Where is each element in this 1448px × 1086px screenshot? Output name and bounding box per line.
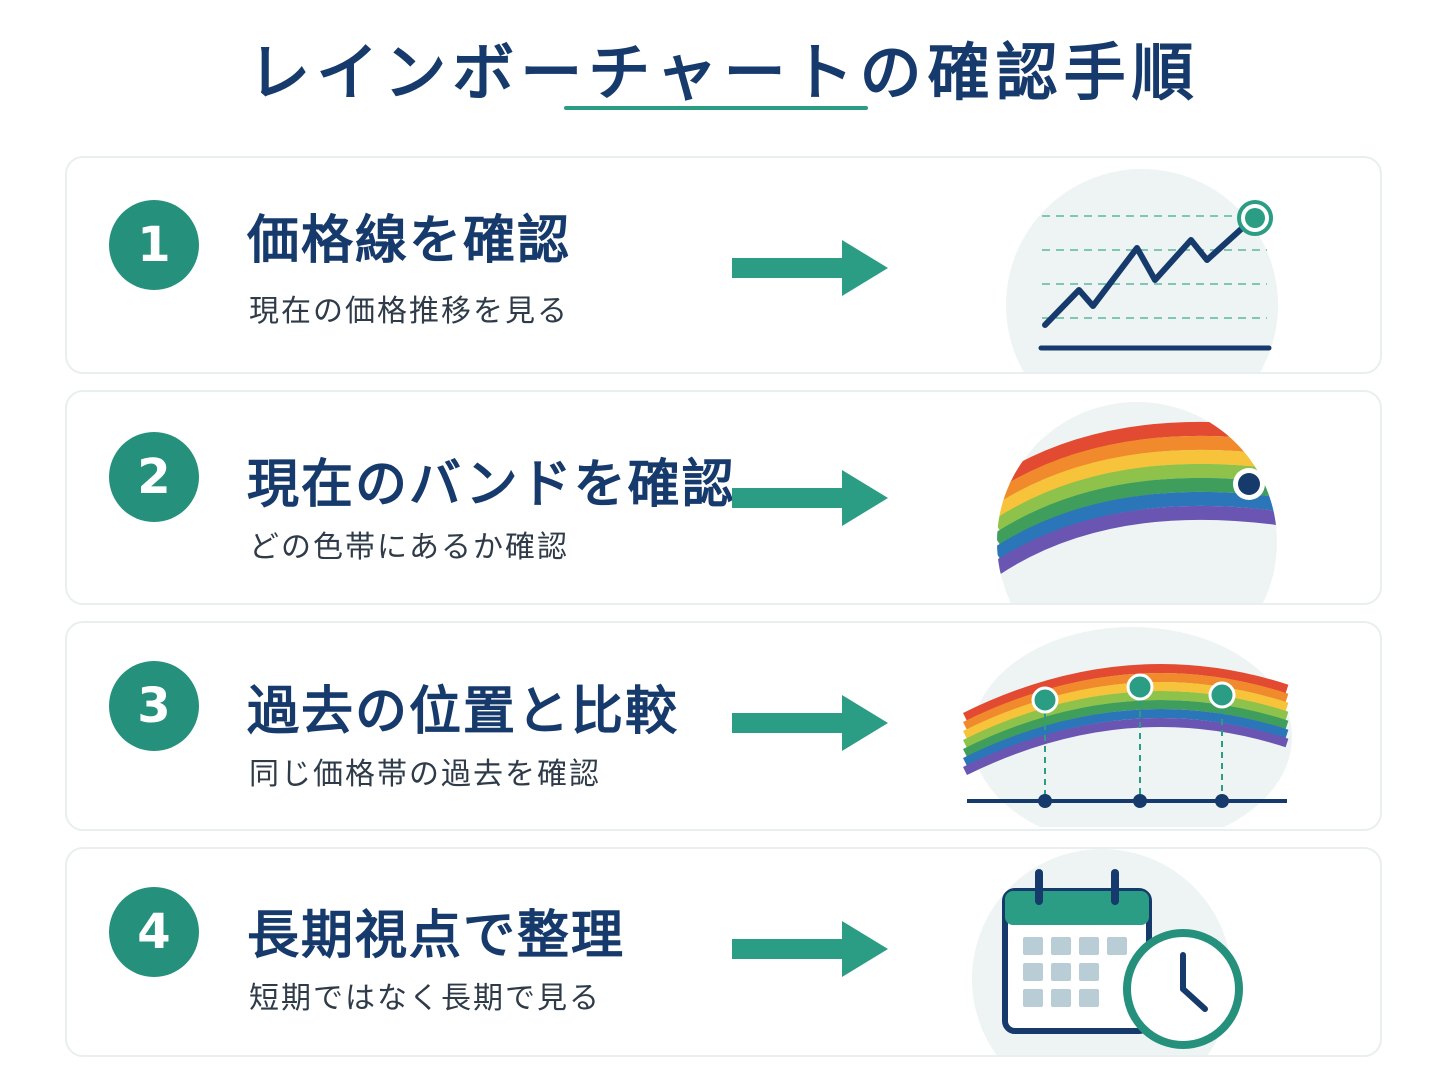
- step-card-2: 2 現在のバンドを確認 どの色帯にあるか確認: [65, 390, 1382, 605]
- step-heading: 現在のバンドを確認: [247, 455, 736, 515]
- rainbow-band-icon: [997, 402, 1277, 603]
- page-title: レインボーチャートの確認手順: [248, 36, 1200, 109]
- line-chart-icon: [1006, 169, 1278, 372]
- step-heading: 長期視点で整理: [247, 906, 626, 966]
- step-description: 同じ価格帯の過去を確認: [249, 757, 601, 792]
- right-arrow-icon: [732, 695, 888, 751]
- step-number-badge: 3: [109, 661, 199, 751]
- right-arrow-icon: [732, 921, 888, 977]
- step-card-3: 3 過去の位置と比較 同じ価格帯の過去を確認: [65, 621, 1382, 831]
- step-description: 現在の価格推移を見る: [249, 294, 569, 329]
- step-number-badge: 2: [109, 432, 199, 522]
- step-description: どの色帯にあるか確認: [249, 530, 569, 565]
- step-number-badge: 4: [109, 887, 199, 977]
- step-heading: 価格線を確認: [247, 211, 572, 271]
- step-card-1: 1 価格線を確認 現在の価格推移を見る: [65, 156, 1382, 374]
- right-arrow-icon: [732, 240, 888, 296]
- step-card-4: 4 長期視点で整理 短期ではなく長期で見る: [65, 847, 1382, 1057]
- right-arrow-icon: [732, 470, 888, 526]
- step-heading: 過去の位置と比較: [247, 682, 680, 742]
- step-number-badge: 1: [109, 200, 199, 290]
- step-description: 短期ではなく長期で見る: [249, 981, 601, 1016]
- rainbow-timeline-icon: [963, 627, 1292, 827]
- calendar-clock-icon: [972, 849, 1243, 1055]
- title-underline: [564, 106, 868, 110]
